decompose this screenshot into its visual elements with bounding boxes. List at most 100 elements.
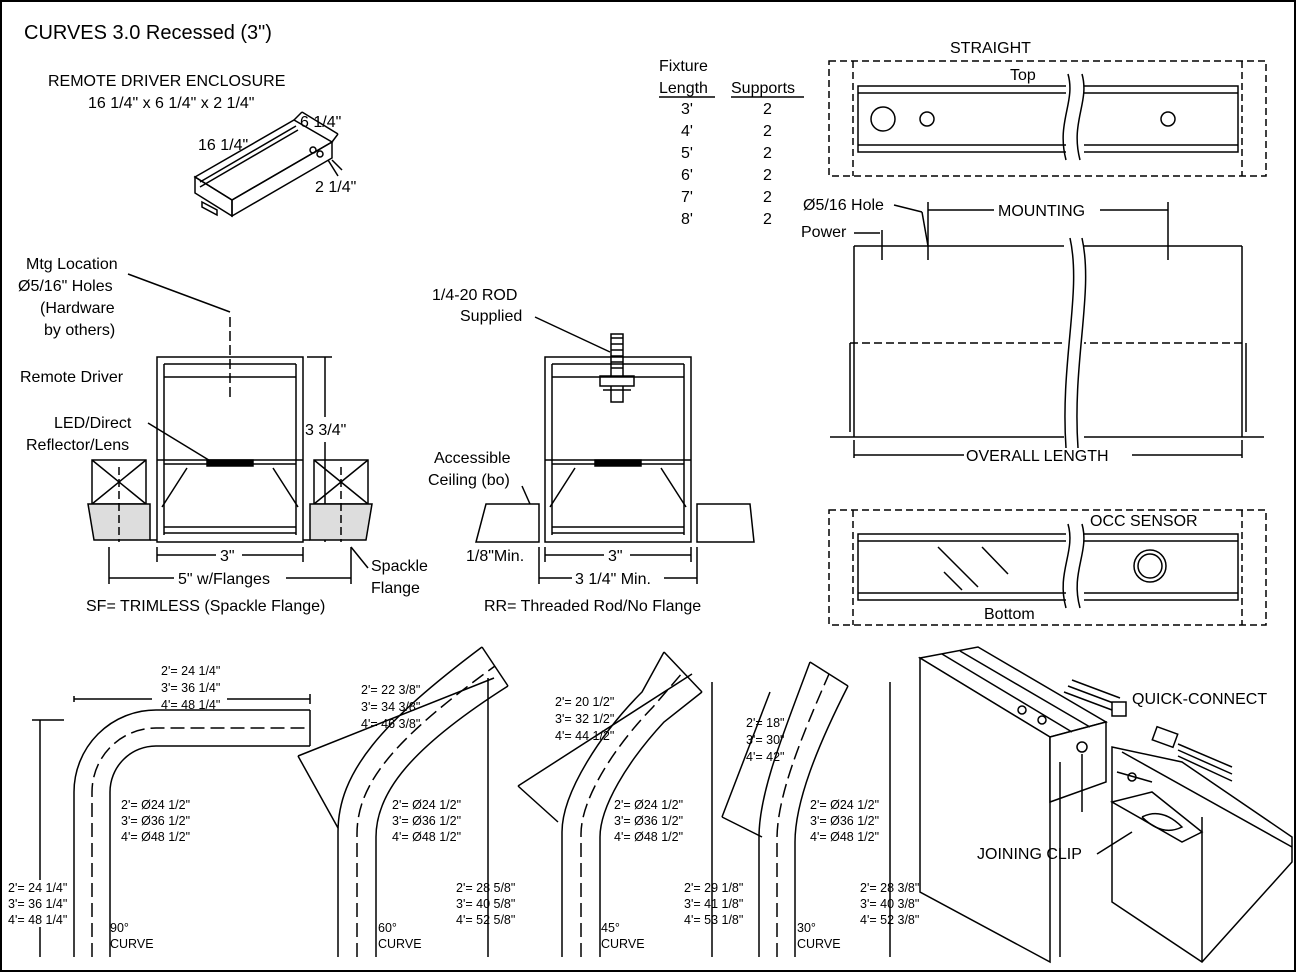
dim-height: 2 1/4" <box>315 179 356 196</box>
spackle-2: Flange <box>371 580 420 597</box>
ceiling-label-2: Ceiling (bo) <box>428 472 510 489</box>
occ-sensor-label: OCC SENSOR <box>1090 513 1198 530</box>
quick-connect-label: QUICK-CONNECT <box>1132 691 1267 708</box>
rod-label-2: Supplied <box>460 308 522 325</box>
table-header-supports: Supports <box>731 80 795 97</box>
table-header-fixture: Fixture <box>659 58 708 75</box>
curve-angle: 30° <box>797 921 816 935</box>
mtg-line-3: (Hardware <box>40 300 115 317</box>
straight-heading: STRAIGHT <box>950 40 1031 57</box>
height-dim: 3 3/4" <box>305 422 346 439</box>
overall-length-label: OVERALL LENGTH <box>966 448 1109 465</box>
dim-length: 16 1/4" <box>198 137 248 154</box>
table-supports-cell: 2 <box>763 189 772 206</box>
curve-top-dim: 2'= 24 1/4" <box>161 664 220 678</box>
mtg-line-4: by others) <box>44 322 115 339</box>
fixture-table: Fixture Length Supports 3'24'25'26'27'28… <box>659 58 804 228</box>
curve-30 <box>721 661 891 957</box>
straight-bottom-view: OCC SENSOR Bottom <box>828 509 1267 626</box>
power-label: Power <box>801 224 847 241</box>
curve-label: CURVE <box>797 937 841 951</box>
hole-label: Ø5/16 Hole <box>803 197 884 214</box>
top-label: Top <box>1010 67 1036 84</box>
curve-side-dim: 4'= 53 1/8" <box>684 913 743 927</box>
rr-min-dim: 3 1/4" Min. <box>575 571 651 588</box>
curve-side-dim: 3'= 41 1/8" <box>684 897 743 911</box>
table-supports-cell: 2 <box>763 167 772 184</box>
table-supports-cell: 2 <box>763 123 772 140</box>
curve-side-dim: 4'= 52 3/8" <box>860 913 919 927</box>
remote-driver-size: 16 1/4" x 6 1/4" x 2 1/4" <box>88 95 254 112</box>
table-supports-cell: 2 <box>763 145 772 162</box>
curve-diameter: 2'= Ø24 1/2" <box>810 798 879 812</box>
curve-top-dim: 3'= 36 1/4" <box>161 681 220 695</box>
bottom-label: Bottom <box>984 606 1035 623</box>
led-label-1: LED/Direct <box>54 415 132 432</box>
curve-side-dim: 2'= 24 1/4" <box>8 881 67 895</box>
table-supports-cell: 2 <box>763 211 772 228</box>
curve-45 <box>517 651 713 957</box>
joining-clip-label: JOINING CLIP <box>977 846 1082 863</box>
dim-width: 6 1/4" <box>300 114 341 131</box>
curve-diameter: 3'= Ø36 1/2" <box>614 814 683 828</box>
mounting-label: MOUNTING <box>998 203 1085 220</box>
curve-side-dim: 4'= 52 5/8" <box>456 913 515 927</box>
curve-label: CURVE <box>601 937 645 951</box>
curve-top-dim: 4'= 46 3/8" <box>361 717 420 731</box>
curve-top-dim: 4'= 44 1/2" <box>555 729 614 743</box>
page-title: CURVES 3.0 Recessed (3") <box>24 22 272 44</box>
ceiling-label-1: Accessible <box>434 450 511 467</box>
sf-section: Mtg Location Ø5/16" Holes (Hardware by o… <box>18 256 428 615</box>
curve-diameter: 2'= Ø24 1/2" <box>121 798 190 812</box>
curve-side-dim: 4'= 48 1/4" <box>8 913 67 927</box>
curve-side-dim: 2'= 29 1/8" <box>684 881 743 895</box>
straight-top-view: STRAIGHT Top <box>828 40 1267 177</box>
spackle-1: Spackle <box>371 558 428 575</box>
table-length-cell: 4' <box>681 123 693 140</box>
table-length-cell: 7' <box>681 189 693 206</box>
curve-diameter: 3'= Ø36 1/2" <box>392 814 461 828</box>
curve-diameter: 4'= Ø48 1/2" <box>810 830 879 844</box>
curve-60 <box>297 646 509 957</box>
curve-diameter: 4'= Ø48 1/2" <box>392 830 461 844</box>
curve-top-dim: 3'= 30" <box>746 733 784 747</box>
curve-top-dim: 3'= 34 3/8" <box>361 700 420 714</box>
curve-side-dim: 3'= 36 1/4" <box>8 897 67 911</box>
curve-side-dim: 3'= 40 3/8" <box>860 897 919 911</box>
curve-diameter: 2'= Ø24 1/2" <box>614 798 683 812</box>
curve-side-dim: 2'= 28 5/8" <box>456 881 515 895</box>
rod-label-1: 1/4-20 ROD <box>432 287 517 304</box>
flange-dim: 5" w/Flanges <box>178 571 270 588</box>
table-length-cell: 6' <box>681 167 693 184</box>
table-length-cell: 8' <box>681 211 693 228</box>
remote-driver-enclosure: REMOTE DRIVER ENCLOSURE 16 1/4" x 6 1/4"… <box>48 73 356 218</box>
led-label-2: Reflector/Lens <box>26 437 129 454</box>
sf-caption: SF= TRIMLESS (Spackle Flange) <box>86 598 325 615</box>
curve-label: CURVE <box>378 937 422 951</box>
curve-top-dim: 2'= 18" <box>746 716 784 730</box>
curve-top-dim: 3'= 32 1/2" <box>555 712 614 726</box>
curve-label: CURVE <box>110 937 154 951</box>
curve-angle: 90° <box>110 921 129 935</box>
table-supports-cell: 2 <box>763 101 772 118</box>
mtg-line-2: Ø5/16" Holes <box>18 278 113 295</box>
table-length-cell: 3' <box>681 101 693 118</box>
sf-width-dim: 3" <box>220 548 235 565</box>
curve-diameter: 4'= Ø48 1/2" <box>614 830 683 844</box>
curve-top-dim: 4'= 42" <box>746 750 784 764</box>
curve-top-dim: 2'= 22 3/8" <box>361 683 420 697</box>
curve-90 <box>32 694 311 957</box>
remote-driver-heading: REMOTE DRIVER ENCLOSURE <box>48 73 285 90</box>
rr-width-dim: 3" <box>608 548 623 565</box>
curve-side-dim: 2'= 28 3/8" <box>860 881 919 895</box>
curve-top-dim: 2'= 20 1/2" <box>555 695 614 709</box>
min-gap: 1/8"Min. <box>466 548 524 565</box>
curve-diameter: 3'= Ø36 1/2" <box>810 814 879 828</box>
remote-driver-label: Remote Driver <box>20 369 124 386</box>
curve-top-dim: 4'= 48 1/4" <box>161 698 220 712</box>
rr-section: 1/4-20 ROD Supplied Accessible Ceiling (… <box>428 287 755 615</box>
mtg-line-1: Mtg Location <box>26 256 118 273</box>
curve-diameter: 4'= Ø48 1/2" <box>121 830 190 844</box>
